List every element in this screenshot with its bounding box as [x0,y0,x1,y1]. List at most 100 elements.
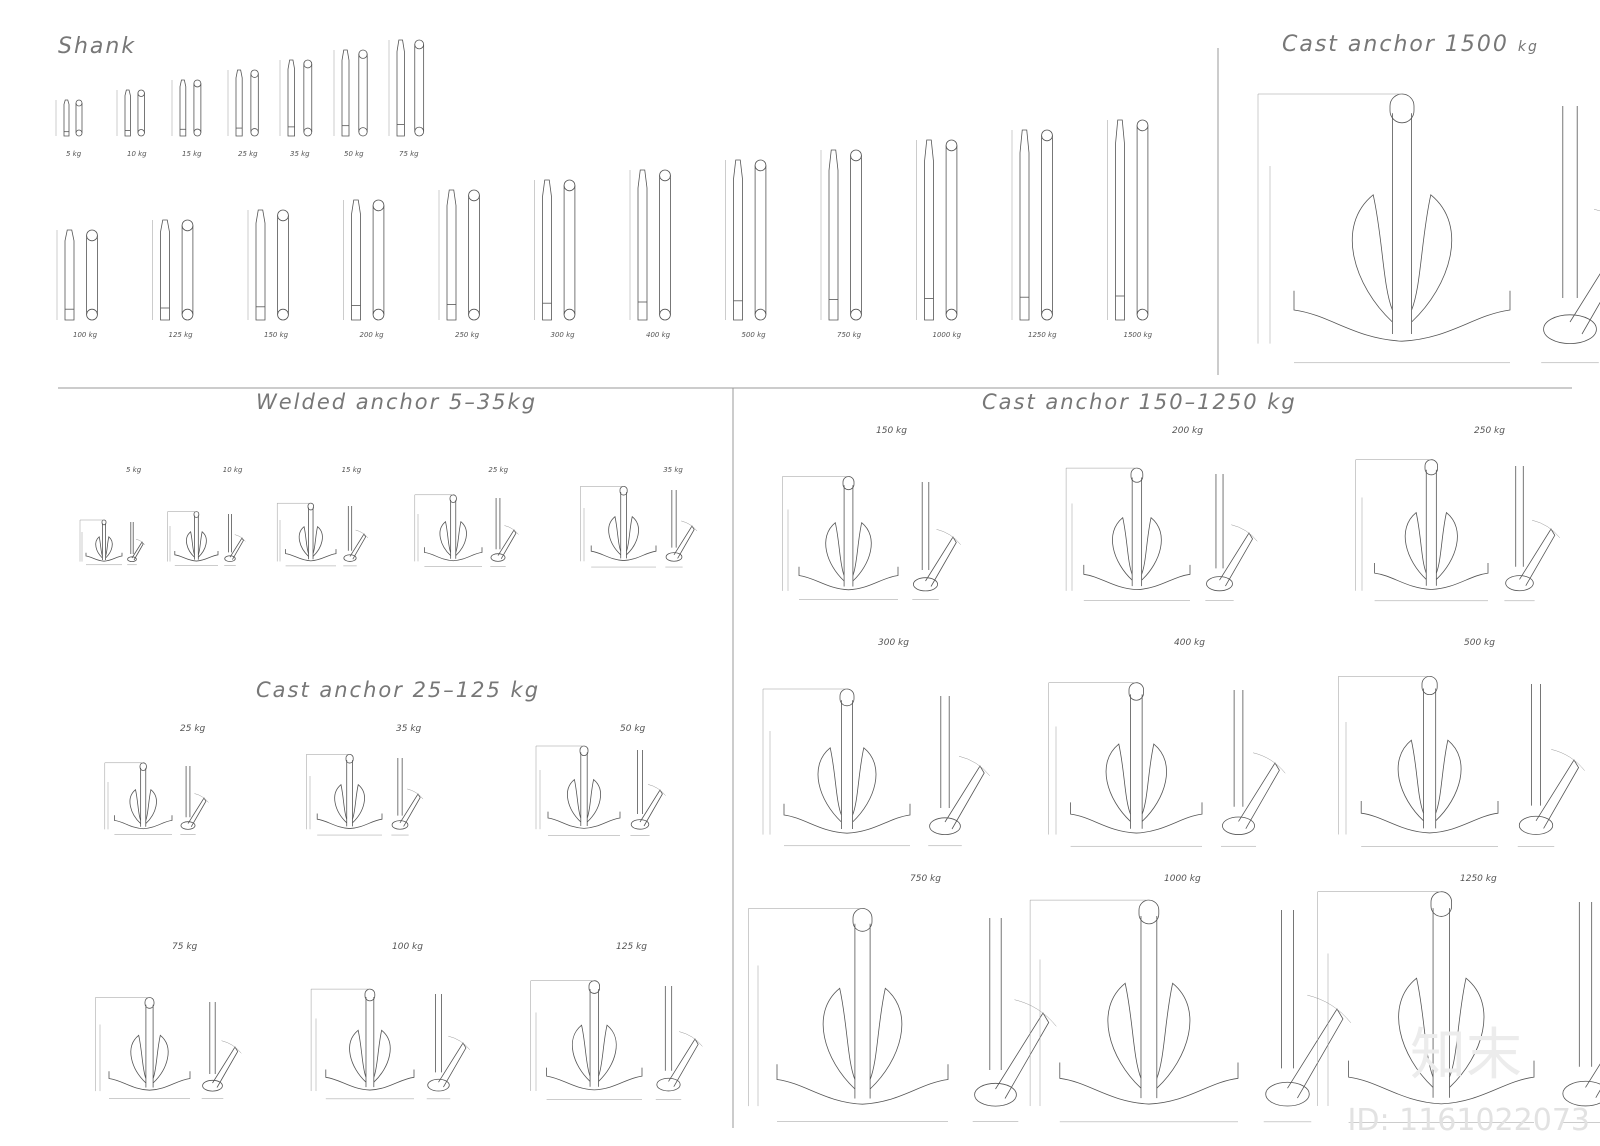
anchor-side-crown [665,552,683,562]
anchor-right-fluke [152,1034,169,1084]
shank-bottom-eye [75,129,83,137]
shank-side-view [396,39,405,137]
shank-bottom-eye [945,308,958,321]
anchor-crown [1293,290,1511,342]
anchor-side-crown [929,817,961,835]
cast-large-row2-label: 500 kg [1464,638,1495,648]
anchor-left-fluke [186,531,195,558]
anchor-side-fluke [399,793,421,827]
anchor-dimension-lines [535,745,620,836]
anchor-shackle [1138,899,1160,925]
anchor-right-fluke [1435,511,1458,580]
welded-anchor-label: 10 kg [222,466,243,474]
anchor-crown [108,1071,191,1091]
anchor-drawing [1048,682,1286,847]
anchor-angle-arc [958,755,990,776]
anchor-side-shank [940,696,950,808]
anchor-angle-arc [681,520,698,532]
shank-side-view [1115,119,1125,321]
anchor-drawing [306,754,424,836]
anchor-side-fluke [1519,528,1556,586]
anchor-shackle [144,997,155,1009]
cast-large-row1-label: 250 kg [1474,426,1505,436]
shank-top-eye [468,189,480,202]
cast-anchor-large-group [748,459,1600,1123]
anchor-shank [1425,469,1437,586]
cast-small-row1-label: 50 kg [620,724,646,734]
anchor-right-fluke [105,536,113,559]
anchor-side-fluke [349,533,367,560]
shank-row2-label: 400 kg [646,331,671,339]
anchor-crown [325,1069,415,1091]
shank-row2-label: 200 kg [359,331,384,339]
anchor-side-shank [435,994,442,1073]
anchor-side-fluke [673,525,695,559]
anchor-crown [424,547,483,562]
anchor-left-fluke [130,1034,147,1084]
cast-large-row3-label: 1250 kg [1460,874,1497,884]
anchor-side-shank [664,986,673,1071]
shank-bottom-eye [358,127,368,137]
anchor-drawing [95,997,242,1099]
anchor-dimension-lines [167,511,218,566]
shank-drawing [56,229,98,321]
shank-bottom-eye [468,308,480,321]
shank-row2-label: 100 kg [73,331,98,339]
shank-row2-label: 250 kg [455,331,480,339]
anchor-drawing [1338,676,1585,847]
anchor-angle-arc [135,538,145,545]
title-cast-1500-main: Cast anchor 1500 [1282,32,1509,57]
shank-row1-label: 75 kg [399,150,419,158]
anchor-side-shank [1531,684,1541,806]
anchor-shank [1392,113,1412,334]
anchor-dimension-lines [1317,891,1534,1123]
anchor-right-fluke [852,521,872,582]
shank-drawing [820,149,862,321]
anchor-angle-arc [1551,749,1585,771]
anchor-right-fluke [598,1024,617,1082]
anchor-angle-arc [355,529,369,539]
shank-top-eye [659,169,671,182]
shank-top-eye [850,149,862,162]
shank-row1-label: 15 kg [182,150,202,158]
shank-front-view [850,155,862,315]
anchor-shank [1423,688,1437,829]
anchor-drawing [1029,899,1352,1123]
shank-top-eye [372,199,385,212]
shank-bottom-eye [250,128,259,137]
shank-side-view [542,179,552,321]
anchor-left-fluke [439,520,452,556]
anchor-crown [1070,802,1203,834]
anchor-crown [1059,1062,1239,1105]
shank-top-eye [945,139,958,152]
shank-side-view [287,59,295,137]
shank-side-view [924,139,934,321]
shank-row1-label: 25 kg [238,150,258,158]
shank-front-view [303,63,313,133]
shank-drawing [388,39,425,137]
anchor-angle-arc [407,788,424,800]
anchor-drawing [530,980,703,1100]
shank-front-view [1136,125,1149,315]
shank-bottom-eye [563,308,576,321]
anchor-shank [194,515,199,560]
shank-row1-label: 50 kg [344,150,364,158]
shank-bottom-eye [850,308,862,321]
anchor-side-crown [202,1079,223,1092]
shank-top-eye [193,79,202,88]
anchor-right-fluke [312,526,323,557]
anchor-shank [1130,694,1143,829]
cast-small-row1-label: 35 kg [396,724,422,734]
shank-drawing [116,89,145,137]
anchor-shank [1131,477,1143,587]
shank-side-view [63,99,70,137]
cast-large-row2-label: 300 kg [878,638,909,648]
anchor-shank [589,989,599,1087]
welded-anchor-group [79,485,698,568]
anchor-left-fluke [298,526,309,557]
anchor-left-fluke [1112,516,1133,581]
shank-top-eye [563,179,576,192]
shank-drawing [152,219,194,321]
shank-row2-label: 750 kg [837,331,862,339]
